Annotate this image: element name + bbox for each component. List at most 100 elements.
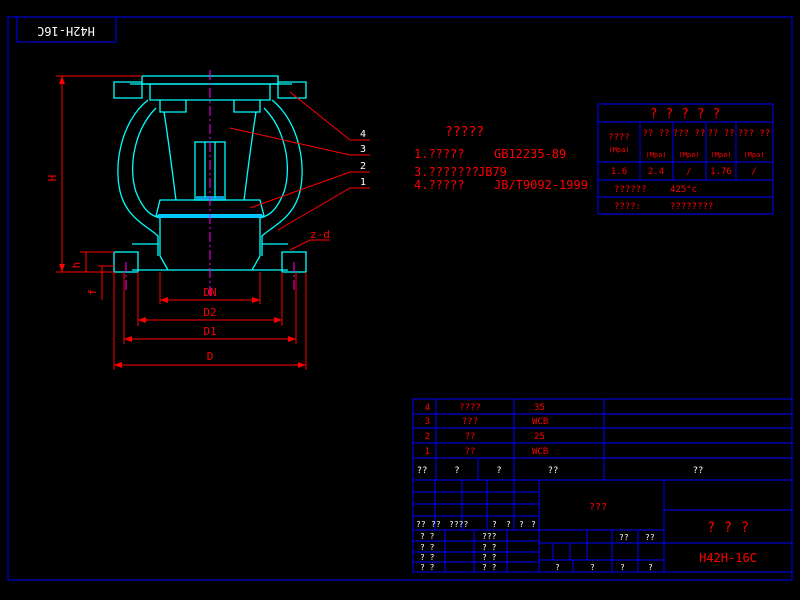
drawing-frame (7, 16, 793, 581)
bom-name-3: ?? (465, 432, 476, 442)
sig-h6: ? (519, 520, 524, 529)
dimension-arrows (59, 76, 306, 368)
spec-v5: / (751, 167, 756, 177)
title-block: ??? ? ? ? H42H-16C ?? ?? ???? ? ? ? ? ? … (412, 479, 793, 573)
spec-h3-unit: (Mpa) (678, 151, 699, 159)
spec-table: ? ? ? ? ? ???? (Mpa) ?? ?? (Mpa) ??? ?? … (597, 103, 774, 215)
bom-mat-3: 25 (534, 432, 545, 442)
mid-label-4: ? ? (482, 563, 497, 572)
title-code: H42H-16C (699, 551, 757, 565)
footer-2: ? (590, 563, 595, 572)
callout-2: 2 (360, 161, 366, 172)
footer-4: ? (648, 563, 653, 572)
leader-1 (277, 187, 370, 231)
dim-H-label: H (46, 175, 59, 182)
note-1-text: 1.????? (414, 147, 465, 161)
mid-label-2: ? ? (482, 543, 497, 552)
note-3-text: 4.????? (414, 178, 465, 192)
spec-h5-name: ??? ?? (738, 129, 771, 139)
spec-h1-name: ???? (608, 133, 630, 143)
bore-chamfer (159, 255, 261, 271)
cover-neck (149, 84, 271, 101)
bom-no-1: 4 (425, 403, 430, 413)
mid-label-3: ? ? (482, 553, 497, 562)
mid-label-1: ??? (482, 532, 497, 541)
bom-header-2: ? (454, 466, 459, 476)
spec-v2: 2.4 (648, 167, 664, 177)
dim-zd-label: z-d (310, 228, 330, 241)
sig-h4: ? (492, 520, 497, 529)
sig-h3: ???? (449, 520, 468, 529)
bom-name-1: ???? (459, 403, 481, 413)
left-boss (159, 100, 187, 113)
leader-3 (229, 127, 370, 156)
body-left-inner (131, 107, 161, 219)
spec-h4-name: ?? ?? (707, 129, 734, 139)
sig-h5: ? (506, 520, 511, 529)
spec-table-border (597, 103, 774, 215)
left-label-4: ? ? (420, 563, 435, 572)
footer-1: ? (555, 563, 560, 572)
note-2-text: 3.??????? (414, 165, 479, 179)
bom-header-5: ?? (693, 466, 704, 476)
left-label-3: ? ? (420, 553, 435, 562)
mirrored-drawing-code: H42H-16C (37, 24, 95, 38)
spec-h2-name: ?? ?? (642, 129, 669, 139)
dim-h-label: h (70, 262, 83, 269)
dim-f-label: f (86, 289, 99, 296)
note-1-ref: GB12235-89 (494, 147, 566, 161)
left-cover-lug (113, 81, 143, 99)
bom-no-2: 3 (425, 417, 430, 427)
bom-no-4: 1 (425, 447, 430, 457)
bom-mat-2: WCB (532, 417, 548, 427)
dimension-labels: H h f DN D2 D1 D z-d (46, 175, 330, 363)
leader-2 (249, 171, 370, 209)
callout-4: 4 (360, 129, 366, 140)
spec-h2-unit: (Mpa) (645, 151, 666, 159)
bom-header-3: ? (496, 466, 501, 476)
sig-h7: ? (531, 520, 536, 529)
technical-notes: ????? 1.????? GB12235-89 3.??????? JB79 … (414, 125, 588, 192)
bom-mat-1: 35 (534, 403, 545, 413)
bom-table: 4 ???? 35 3 ??? WCB 2 ?? 25 1 ?? WCB ?? … (412, 398, 793, 481)
title-right: ? ? ? (707, 520, 749, 536)
dim-DN-label: DN (203, 286, 216, 299)
dimension-lines (56, 75, 370, 370)
dim-D2-label: D2 (203, 306, 216, 319)
right-rib (243, 111, 257, 201)
spec-v1: 1.6 (611, 167, 627, 177)
notes-title: ????? (445, 125, 484, 140)
frame-border (7, 16, 793, 581)
footer-3: ? (620, 563, 625, 572)
spec-h4-unit: (Mpa) (710, 151, 731, 159)
title-center: ??? (589, 502, 607, 513)
spec-temp-label: ?????? (614, 185, 647, 195)
stage-label-2: ?? (645, 533, 655, 542)
stage-label-1: ?? (619, 533, 629, 542)
bom-no-3: 2 (425, 432, 430, 442)
callout-3: 3 (360, 144, 366, 155)
right-boss (233, 100, 261, 113)
leader-4 (289, 91, 370, 141)
bom-name-2: ??? (462, 417, 478, 427)
bom-name-4: ?? (465, 447, 476, 457)
left-label-1: ? ? (420, 532, 435, 541)
valve-disc (155, 199, 265, 217)
spec-h5-unit: (Mpa) (743, 151, 764, 159)
note-3-ref: JB/T9092-1999 (494, 178, 588, 192)
leader-zd (289, 239, 330, 251)
body-right-outer (261, 99, 303, 256)
body-left-outer (117, 99, 159, 256)
spec-table-title: ? ? ? ? ? (650, 107, 720, 122)
spec-temp-value: 425°c (670, 185, 697, 195)
part-callouts: 4 3 2 1 (360, 129, 366, 188)
spec-h1-unit: (Mpa) (608, 146, 629, 154)
spec-v4: 1.76 (710, 167, 732, 177)
left-label-2: ? ? (420, 543, 435, 552)
spec-medium-label: ????: (614, 202, 641, 212)
bom-header-1: ?? (417, 466, 428, 476)
dim-D1-label: D1 (203, 325, 216, 338)
bom-mat-4: WCB (532, 447, 548, 457)
title-block-border (412, 479, 793, 573)
